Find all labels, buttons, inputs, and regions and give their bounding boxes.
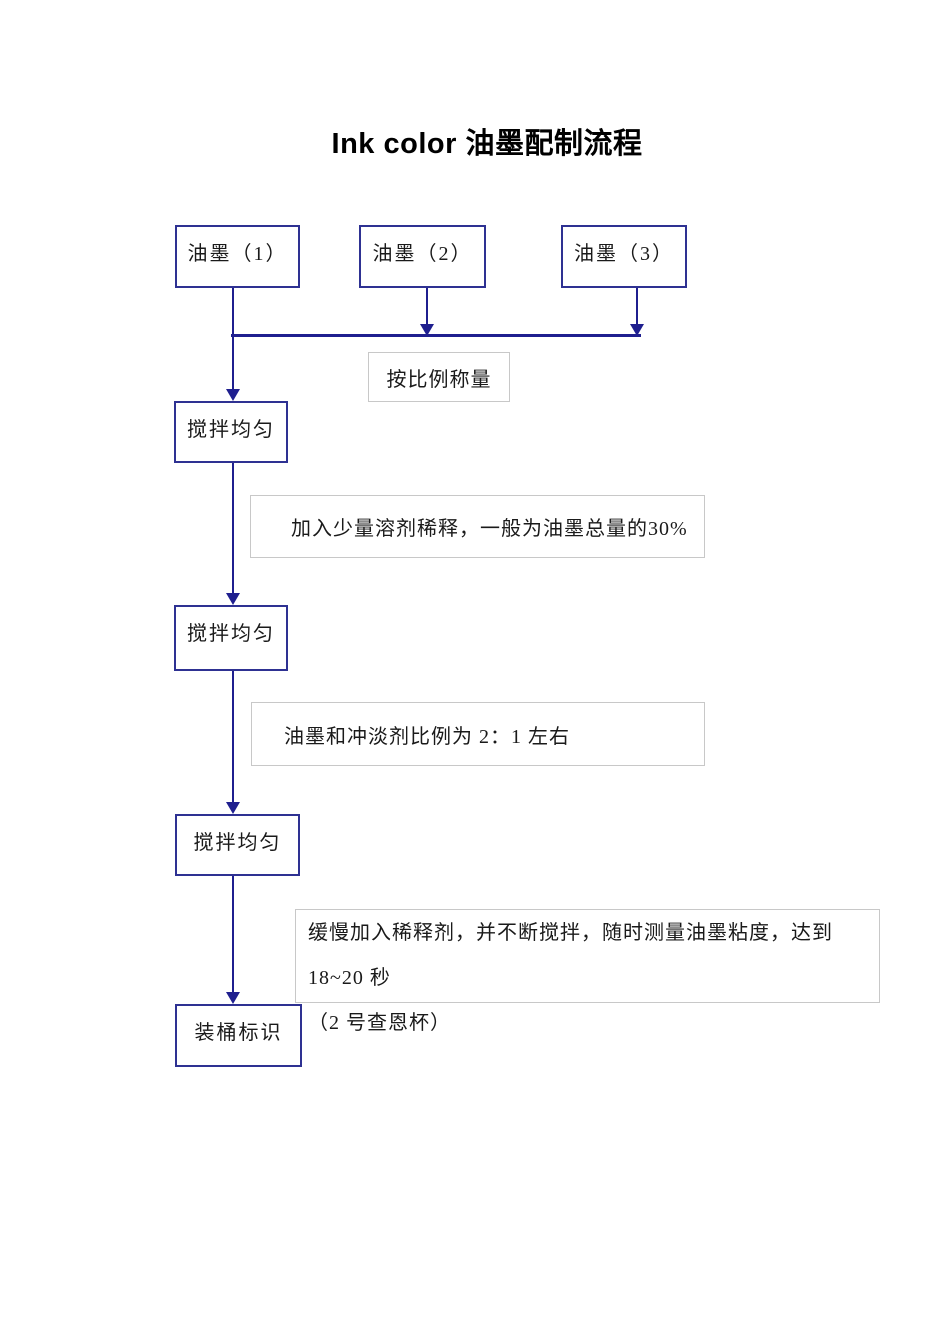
connector-ink2-down-line	[426, 288, 428, 324]
connector-ink2-arrowhead	[420, 324, 434, 336]
connector-ink1-arrowhead	[226, 389, 240, 401]
connector-ink3-down-line	[636, 288, 638, 324]
annotation-add-solvent-30pct: 加入少量溶剂稀释，一般为油墨总量的30%	[250, 495, 705, 558]
connector-mix3-to-barrel-arrowhead	[226, 992, 240, 1004]
annotation-viscosity-18-20s: 缓慢加入稀释剂，并不断搅拌，随时测量油墨粘度，达到 18~20 秒 （2 号查恩…	[295, 909, 880, 1034]
connector-ink1-down-line	[232, 288, 234, 389]
connector-mix1-to-mix2-line	[232, 463, 234, 593]
annotation-weigh-by-ratio: 按比例称量	[368, 352, 510, 402]
annotation-viscosity-line2: （2 号查恩杯）	[308, 1012, 451, 1034]
flow-node-ink-3: 油墨（3）	[561, 225, 687, 288]
connector-ink3-arrowhead	[630, 324, 644, 336]
page-title: Ink color 油墨配制流程	[331, 128, 643, 160]
connector-mix2-to-mix3-line	[232, 671, 234, 802]
connector-merge-horizontal-line	[231, 334, 641, 337]
annotation-viscosity-line1: 缓慢加入稀释剂，并不断搅拌，随时测量油墨粘度，达到 18~20 秒	[308, 922, 833, 989]
flow-node-stir-1: 搅拌均匀	[174, 401, 288, 463]
flow-node-barrel-label: 装桶标识	[175, 1004, 302, 1067]
flow-node-ink-1: 油墨（1）	[175, 225, 300, 288]
annotation-ink-diluent-ratio: 油墨和冲淡剂比例为 2：1 左右	[251, 702, 705, 766]
flow-node-stir-2: 搅拌均匀	[174, 605, 288, 671]
flow-node-ink-2: 油墨（2）	[359, 225, 486, 288]
connector-mix1-to-mix2-arrowhead	[226, 593, 240, 605]
connector-mix3-to-barrel-line	[232, 876, 234, 992]
flow-node-stir-3: 搅拌均匀	[175, 814, 300, 876]
connector-mix2-to-mix3-arrowhead	[226, 802, 240, 814]
